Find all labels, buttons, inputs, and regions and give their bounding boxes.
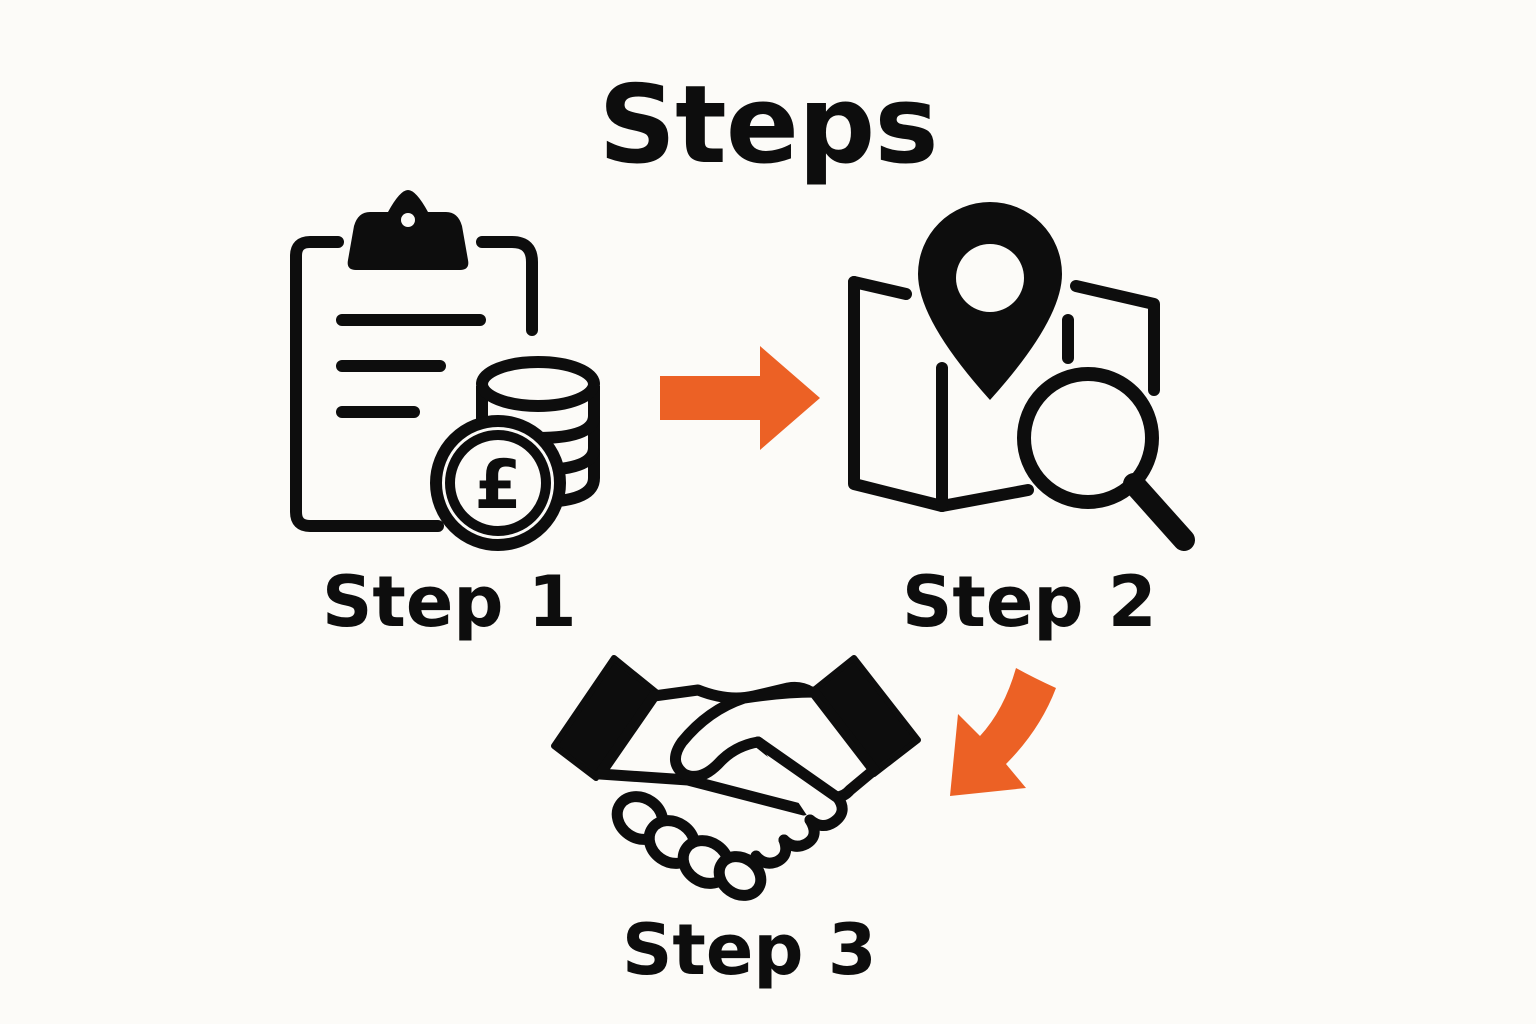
magnifier-icon (1017, 367, 1195, 551)
pound-symbol: £ (474, 446, 521, 525)
diagram-title: Steps (598, 63, 938, 188)
pound-coin-icon: £ (430, 415, 566, 551)
arrow-curved-down-icon (950, 668, 1056, 796)
step-3-label: Step 3 (622, 909, 877, 991)
step-2-label: Step 2 (902, 561, 1157, 643)
step-1-label: Step 1 (322, 561, 577, 643)
map-pin-magnifier-icon (848, 202, 1195, 551)
handshake-icon (551, 655, 921, 901)
arrow-right-icon (660, 346, 820, 450)
clipboard-pound-coins-icon: £ (290, 190, 600, 551)
clipboard-clip (347, 190, 469, 270)
